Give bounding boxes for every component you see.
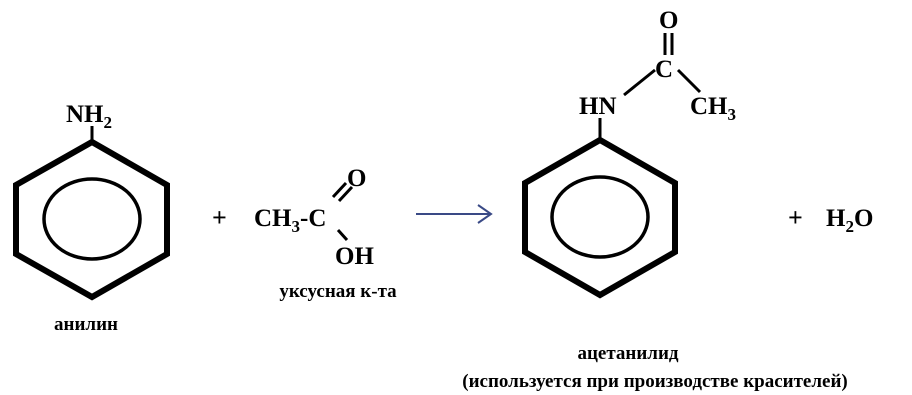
acid-ch3-carbon-group: CH3-C — [254, 205, 326, 236]
acetanilide-cc-bond — [676, 68, 702, 94]
plus-sign-1: + — [212, 203, 227, 232]
acetanilide-molecule: HN C O CH3 ацетанилид (используется при … — [462, 7, 847, 392]
acid-co-double-bond-b — [337, 185, 354, 203]
aniline-aromatic-circle — [42, 177, 142, 261]
acetanilide-hn-group: HN — [579, 93, 617, 120]
acetanilide-usage-note: (используется при производстве красителе… — [462, 371, 847, 392]
acetanilide-oxygen: O — [659, 7, 678, 34]
acid-co-double-bond-a — [331, 181, 348, 199]
aniline-molecule: NH2 анилин — [13, 101, 170, 335]
acetanilide-nc-bond — [623, 68, 656, 97]
acetic-acid-name: уксусная к-та — [279, 281, 397, 302]
aniline-name: анилин — [54, 314, 118, 335]
aniline-nh-group: NH2 — [66, 101, 112, 132]
acetanilide-benzene-ring — [522, 136, 678, 299]
acetanilide-aromatic-circle — [550, 175, 650, 259]
water-formula: H2O — [826, 205, 873, 236]
acetic-acid-molecule: CH3-C O OH уксусная к-та — [254, 165, 397, 302]
acid-oxygen: O — [347, 165, 366, 192]
acid-coh-bond — [336, 228, 349, 242]
aniline-benzene-ring — [13, 138, 170, 301]
plus-sign-2: + — [788, 203, 803, 232]
arrow-head — [477, 204, 493, 224]
reaction-arrow — [416, 204, 493, 224]
acetanilide-ch3-group: CH3 — [690, 93, 736, 124]
acetanilide-carbon: C — [655, 56, 673, 83]
acetanilide-name: ацетанилид — [577, 343, 678, 364]
acid-hydroxyl: OH — [335, 243, 374, 270]
